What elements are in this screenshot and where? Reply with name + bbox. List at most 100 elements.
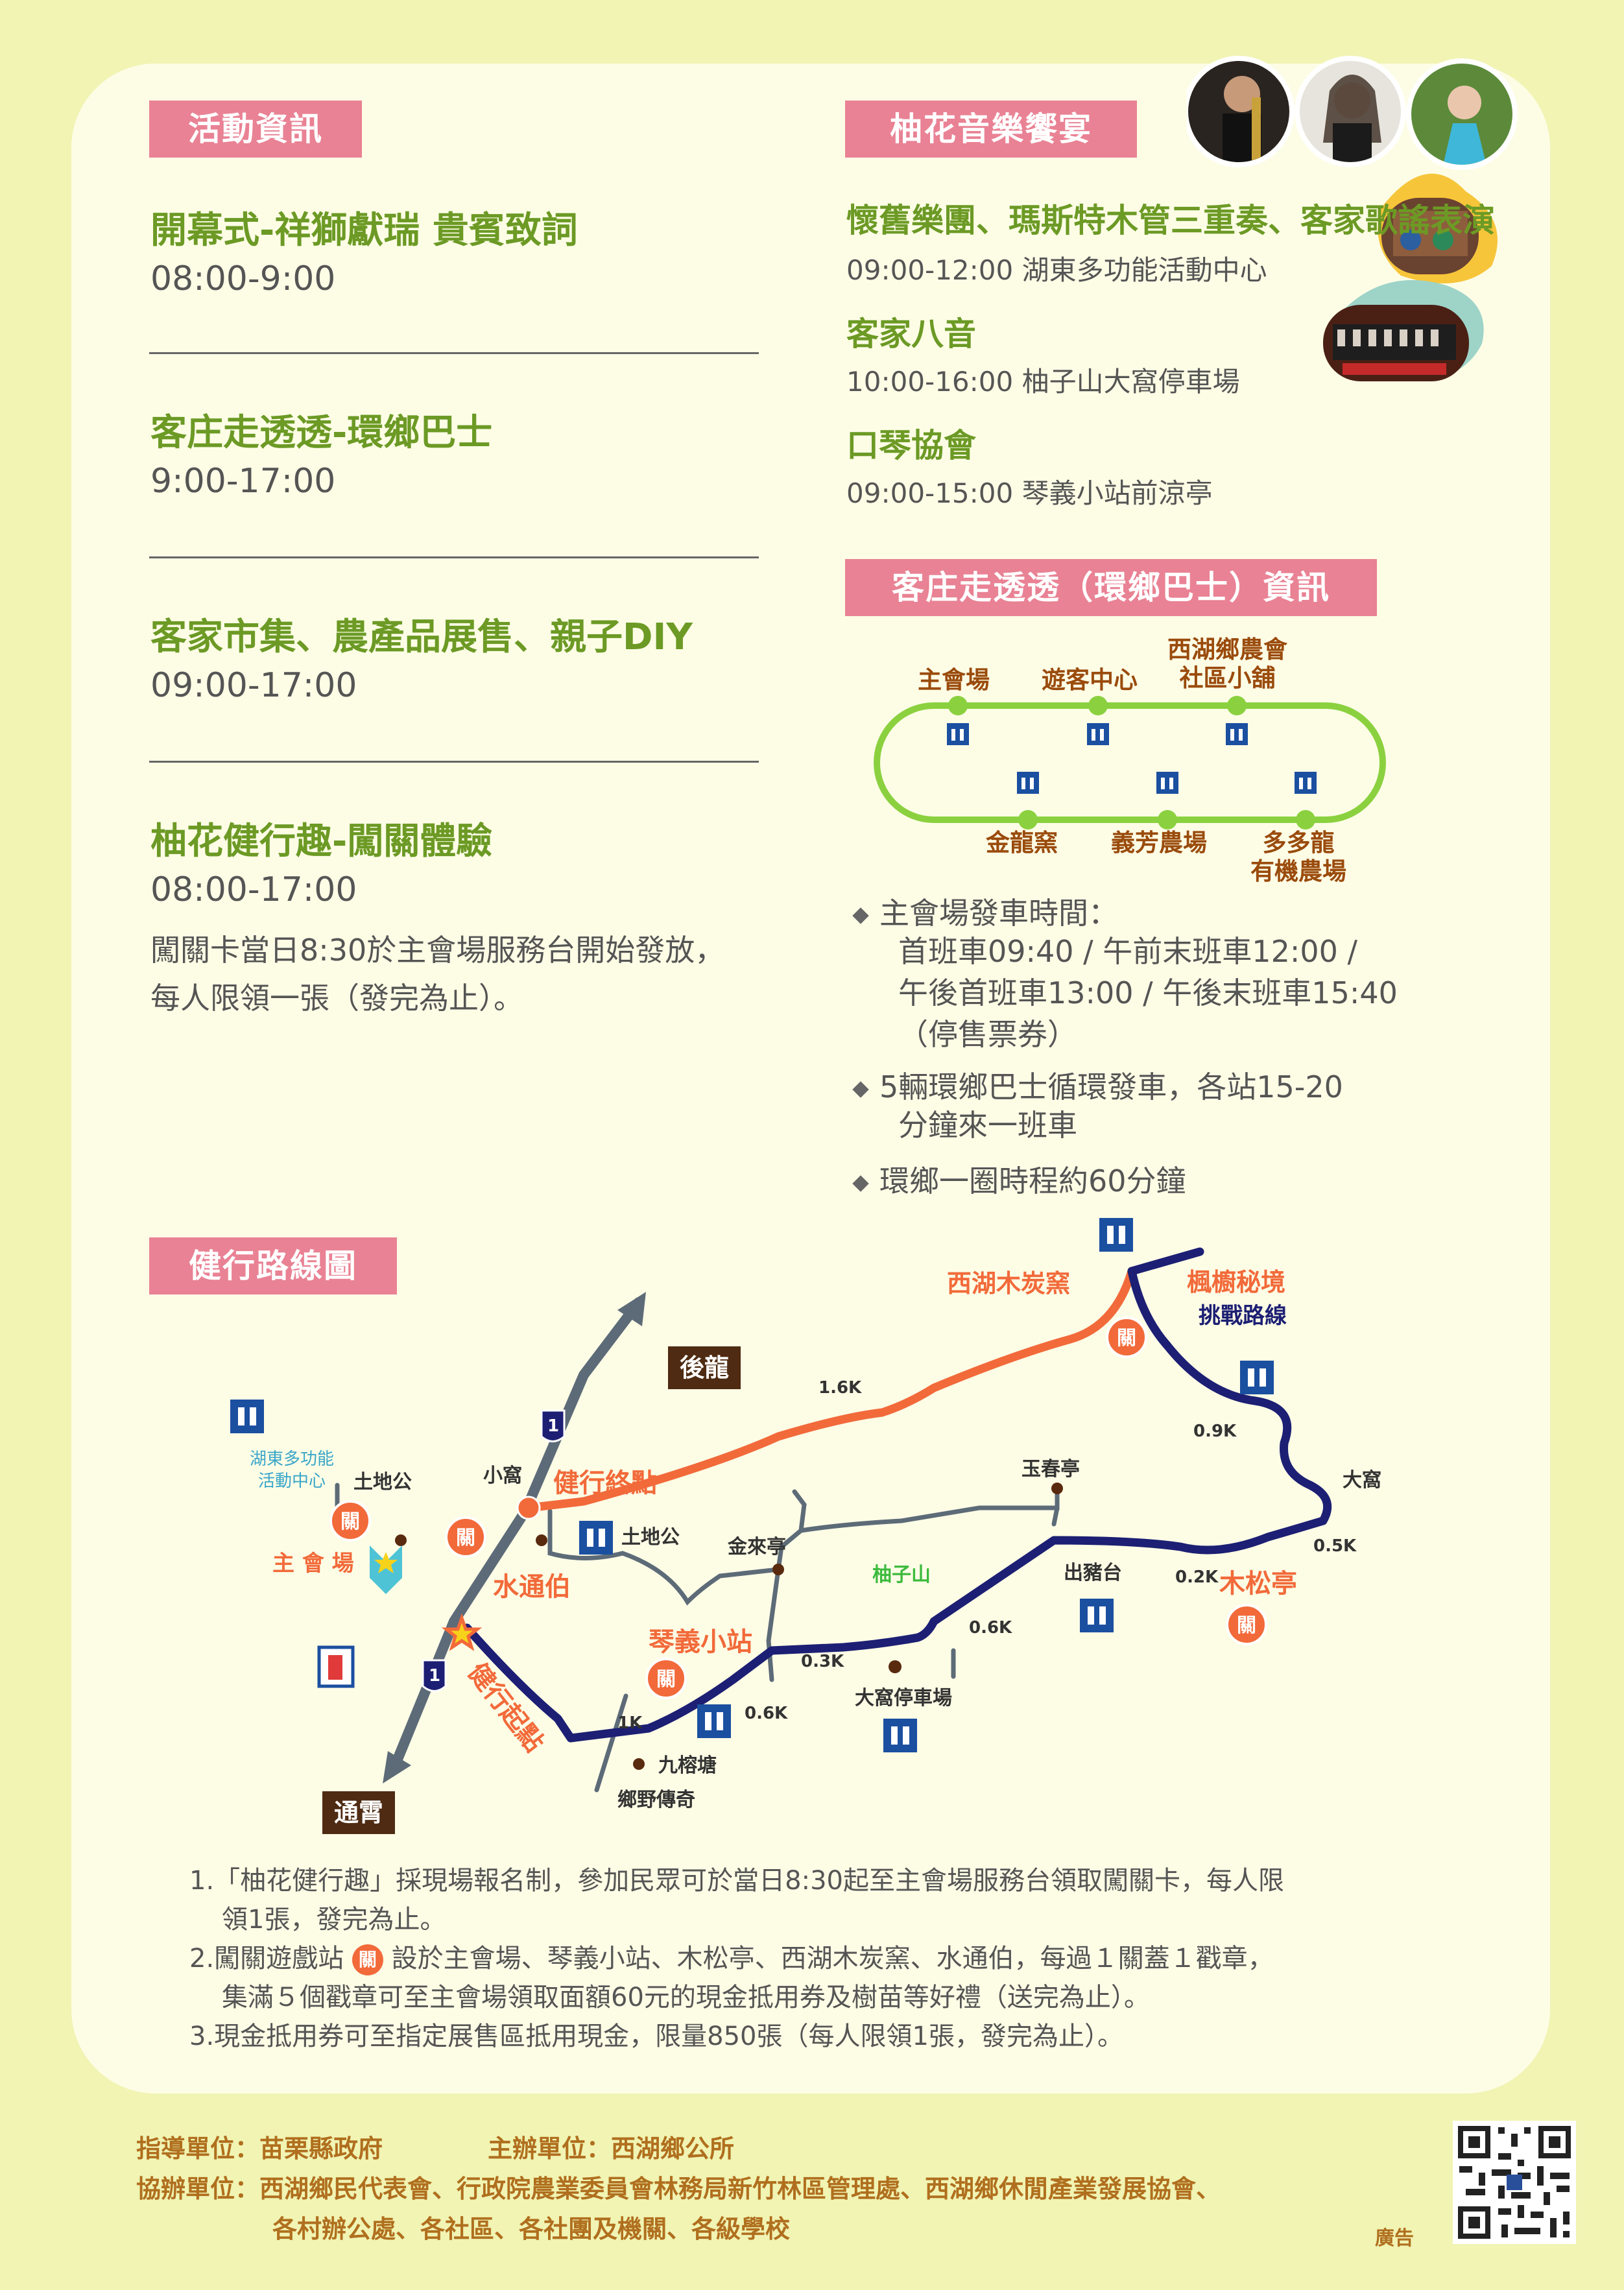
event-time: 08:00-17:00 bbox=[150, 870, 357, 909]
map-label: 大窩 bbox=[1343, 1469, 1381, 1492]
map-label-main: 主 會 場 bbox=[272, 1551, 354, 1577]
map-label-shuitongbo: 水通伯 bbox=[493, 1572, 571, 1602]
checkpoint-label: 關 bbox=[656, 1668, 676, 1691]
bus-loop-diagram bbox=[874, 696, 1386, 829]
divider bbox=[149, 352, 759, 354]
checkpoint-label: 關 bbox=[1237, 1614, 1256, 1637]
map-label: 玉春亭 bbox=[1021, 1458, 1080, 1481]
music-tag: 柚花音樂饗宴 bbox=[845, 101, 1137, 158]
map-label: 土地公 bbox=[353, 1471, 412, 1494]
divider bbox=[149, 761, 759, 763]
navy-route bbox=[462, 1267, 1332, 1743]
music-title: 客家八音 bbox=[846, 315, 976, 353]
event-time: 08:00-9:00 bbox=[150, 259, 336, 298]
end-point-icon bbox=[516, 1496, 541, 1520]
arrow-down-icon bbox=[383, 1751, 411, 1783]
checkpoint-icon bbox=[329, 1317, 1267, 1699]
event-title: 柚花健行趣-闖關體驗 bbox=[150, 820, 493, 863]
map-label-center-1: 湖東多功能 bbox=[250, 1449, 334, 1469]
distance-label: 0.2K bbox=[1175, 1568, 1219, 1587]
checkpoint-label: 關 bbox=[456, 1527, 475, 1549]
bus-bullet: 5輛環鄉巴士循環發車，各站15-20 bbox=[852, 1064, 1343, 1106]
event-time: 9:00-17:00 bbox=[150, 462, 336, 501]
restroom-icon bbox=[230, 1218, 1274, 1752]
performer-photos bbox=[1187, 56, 1518, 381]
distance-label: 0.9K bbox=[1193, 1422, 1237, 1441]
footer-host: 主辦單位：西湖鄉公所 bbox=[488, 2134, 735, 2163]
distance-label: 1K bbox=[617, 1713, 643, 1733]
distance-label: 0.6K bbox=[745, 1704, 788, 1723]
map-tag: 健行路線圖 bbox=[149, 1237, 397, 1294]
music-title: 口琴協會 bbox=[846, 427, 976, 464]
activity-tag: 活動資訊 bbox=[149, 101, 362, 158]
footnote: 2.闖關遊戲站 關 設於主會場、琴義小站、木松亭、西湖木炭窯、水通伯，每過１關蓋… bbox=[189, 1939, 1274, 1978]
divider bbox=[149, 556, 759, 558]
map-label: 金來亭 bbox=[727, 1536, 786, 1558]
map-label-maple: 楓櫥秘境 bbox=[1187, 1268, 1285, 1296]
map-label: 小窩 bbox=[483, 1464, 522, 1487]
map-label-end: 健行終點 bbox=[553, 1468, 657, 1498]
map-label-muson: 木松亭 bbox=[1219, 1569, 1297, 1599]
bus-bullet-line: 午後首班車13:00 / 午後末班車15:40 bbox=[898, 975, 1398, 1010]
event-note: 闖關卡當日8:30於主會場服務台開始發放， bbox=[150, 933, 725, 968]
ad-label: 廣告 bbox=[1375, 2227, 1414, 2250]
music-time: 09:00-15:00 琴義小站前涼亭 bbox=[846, 477, 1213, 509]
bus-station: 多多龍 有機農場 bbox=[1250, 829, 1346, 885]
music-title: 懷舊樂團、瑪斯特木管三重奏、客家歌謠表演 bbox=[846, 202, 1495, 239]
bus-station: 遊客中心 bbox=[1042, 666, 1138, 694]
content-card bbox=[71, 64, 1550, 2093]
bus-bullet-line: （停售票券） bbox=[898, 1017, 1077, 1052]
main-venue-hexagon bbox=[370, 1545, 402, 1594]
bus-station: 金龍窯 bbox=[986, 829, 1058, 857]
bus-station: 主會場 bbox=[918, 666, 990, 694]
bus-bullet-line: 分鐘來一班車 bbox=[898, 1108, 1077, 1143]
map-label-qinyi: 琴義小站 bbox=[649, 1627, 752, 1657]
event-time: 09:00-17:00 bbox=[150, 666, 357, 705]
qr-code-icon bbox=[1453, 2121, 1576, 2244]
map-label-youzi: 柚子山 bbox=[872, 1564, 931, 1586]
direction-box bbox=[668, 1346, 741, 1389]
checkpoint-icon: 關 bbox=[352, 1944, 383, 1975]
bus-station: 義芳農場 bbox=[1111, 829, 1207, 857]
arrow-up-icon bbox=[617, 1292, 646, 1326]
bus-station: 西湖鄉農會 社區小舖 bbox=[1167, 636, 1287, 692]
direction-label: 通霄 bbox=[334, 1798, 383, 1827]
event-title: 客家市集、農產品展售、親子DIY bbox=[150, 616, 693, 658]
direction-box bbox=[322, 1791, 395, 1834]
checkpoint-label: 關 bbox=[1117, 1327, 1136, 1350]
orange-route bbox=[524, 1267, 1136, 1512]
footnote: 集滿５個戳章可至主會場領取面額60元的現金抵用券及樹苗等好禮（送完為止）。 bbox=[222, 1983, 1150, 2012]
footer-co: 協辦單位：西湖鄉民代表會、行政院農業委員會林務局新竹林區管理處、西湖鄉休閒產業發… bbox=[136, 2175, 1221, 2203]
map-label: 出豬台 bbox=[1064, 1562, 1122, 1584]
map-label: 大窩停車場 bbox=[855, 1687, 952, 1710]
music-time: 09:00-12:00 湖東多功能活動中心 bbox=[846, 254, 1267, 286]
map-label-center-2: 活動中心 bbox=[258, 1472, 326, 1491]
event-title: 客庄走透透-環鄉巴士 bbox=[150, 412, 493, 454]
event-note: 每人限領一張（發完為止）。 bbox=[150, 981, 523, 1016]
event-title: 開幕式-祥獅獻瑞 貴賓致詞 bbox=[150, 209, 578, 252]
start-star-icon bbox=[441, 1613, 483, 1651]
footnote: 1.「柚花健行趣」採現場報名制，參加民眾可於當日8:30起至主會場服務台領取闖關… bbox=[189, 1866, 1284, 1896]
distance-label: 0.3K bbox=[801, 1652, 844, 1671]
map-label-charcoal: 西湖木炭窯 bbox=[947, 1269, 1070, 1298]
highway-number: 1 bbox=[547, 1416, 559, 1436]
distance-label: 0.5K bbox=[1313, 1536, 1357, 1556]
distance-label: 0.6K bbox=[969, 1618, 1012, 1638]
footnote: 領1張，發完為止。 bbox=[222, 1905, 446, 1935]
direction-label: 後龍 bbox=[680, 1354, 729, 1382]
map-label: 九榕塘 bbox=[658, 1754, 717, 1777]
checkpoint-label: 關 bbox=[340, 1510, 360, 1533]
footer-co: 各村辦公處、各社區、各社團及機關、各級學校 bbox=[272, 2215, 791, 2243]
star-icon bbox=[374, 1552, 398, 1573]
map-label: 土地公 bbox=[621, 1526, 680, 1549]
map-label-challenge: 挑戰路線 bbox=[1199, 1303, 1287, 1329]
bus-bullet: 環鄉一圈時程約60分鐘 bbox=[852, 1158, 1186, 1200]
footer-guide: 指導單位：苗栗縣政府 bbox=[136, 2134, 383, 2163]
bus-tag: 客庄走透透（環鄉巴士）資訊 bbox=[845, 559, 1377, 616]
map-label: 鄉野傳奇 bbox=[617, 1789, 695, 1811]
bus-bullet: 主會場發車時間： bbox=[852, 890, 1118, 933]
restroom-icon bbox=[947, 723, 1317, 794]
highway-shield-icon bbox=[422, 1409, 566, 1692]
distance-label: 1.6K bbox=[818, 1378, 862, 1398]
